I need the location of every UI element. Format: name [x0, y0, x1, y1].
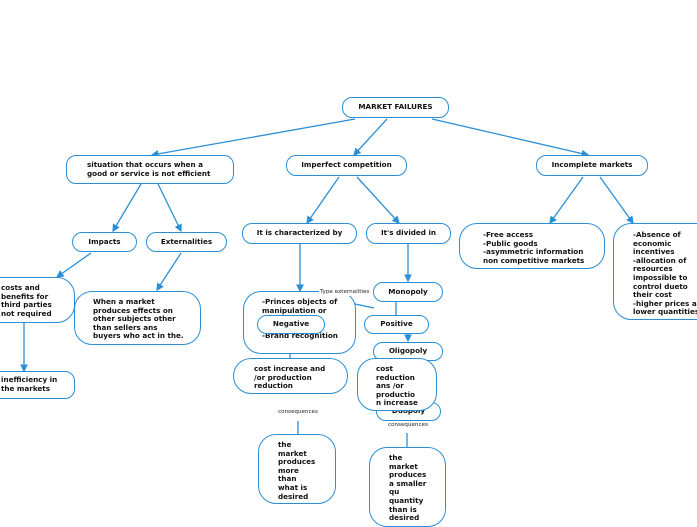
type-externalities-label: Type externalities	[319, 289, 371, 296]
absence-incentives-node[interactable]: -Absence of economic incentives -allocat…	[613, 223, 697, 320]
link-root-incomplete	[431, 118, 590, 158]
externalities-node[interactable]: Externalities	[146, 232, 227, 252]
link-imperfect-divided	[356, 176, 400, 224]
link-impacts-costs	[55, 252, 92, 278]
root-node[interactable]: MARKET FAILURES	[342, 97, 449, 118]
negative-node[interactable]: Negative	[257, 315, 325, 334]
positive-node[interactable]: Positive	[364, 315, 429, 334]
monopoly-node[interactable]: Monopoly	[373, 282, 443, 302]
imperfect-competition-node[interactable]: Imperfect competition	[286, 155, 407, 176]
costs-benefits-node[interactable]: costs and benefits for third parties not…	[0, 277, 75, 323]
link-incomplete-absence	[599, 176, 634, 225]
link-situation-externalities	[157, 183, 182, 233]
link-root-situation	[150, 118, 356, 158]
link-imperfect-characterized	[306, 176, 340, 225]
free-access-node[interactable]: -Free access -Public goods -asymmetric i…	[459, 223, 605, 269]
consequences-label-1: consequences	[277, 409, 319, 416]
consequences-label-2: consequences	[387, 422, 429, 429]
more-than-desired-node[interactable]: the market produces more than what is de…	[258, 434, 336, 504]
link-root-imperfect	[353, 118, 388, 156]
situation-node[interactable]: situation that occurs when a good or ser…	[66, 155, 234, 184]
market-effects-node[interactable]: When a market produces effects on other …	[74, 291, 201, 345]
impacts-node[interactable]: Impacts	[72, 232, 137, 252]
characterized-node[interactable]: It is characterized by	[242, 223, 357, 244]
link-incomplete-free	[549, 176, 584, 225]
cost-reduction-node[interactable]: cost reduction ans /or productio n incre…	[357, 358, 437, 411]
incomplete-markets-node[interactable]: Incomplete markets	[536, 155, 648, 176]
oligopoly-node[interactable]: Oligopoly	[373, 342, 443, 361]
smaller-quantity-node[interactable]: the market produces a smaller qu quantit…	[369, 447, 446, 527]
cost-increase-node[interactable]: cost increase and /or production reducti…	[233, 358, 348, 394]
divided-node[interactable]: It's divided in	[366, 223, 451, 244]
inefficiency-node[interactable]: inefficiency in the markets	[0, 371, 75, 399]
link-situation-impacts	[112, 183, 142, 233]
link-externalities-market	[156, 252, 182, 292]
